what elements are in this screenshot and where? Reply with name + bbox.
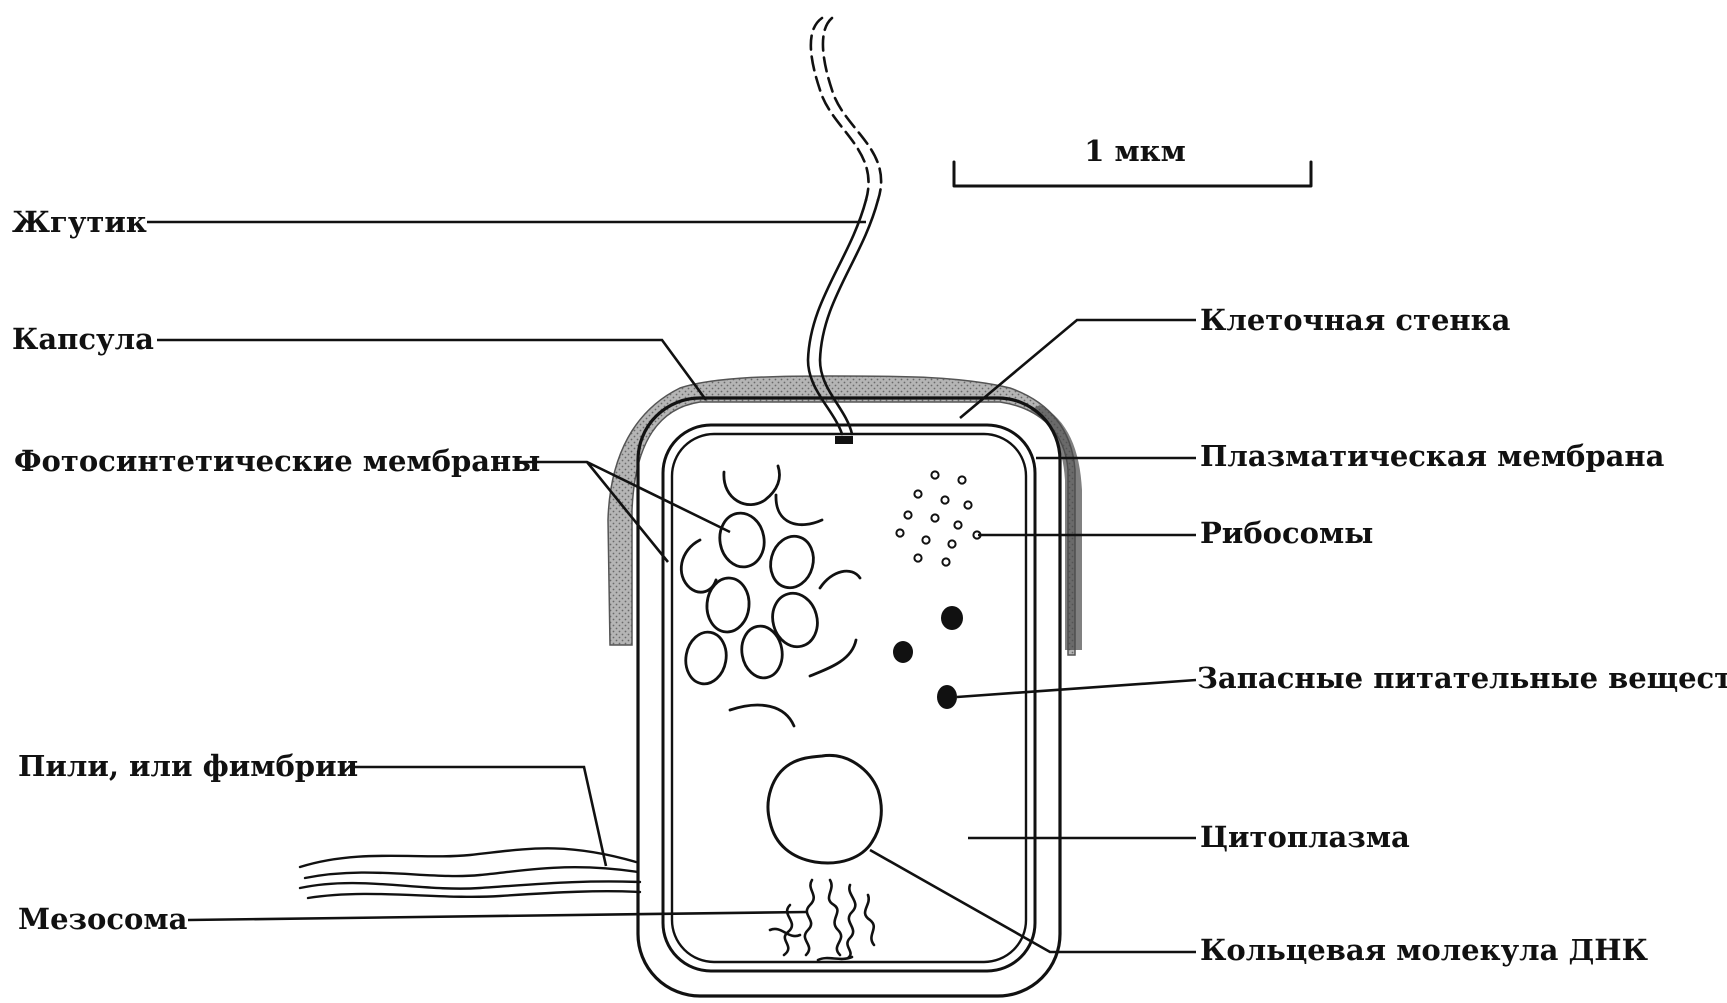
leader-storage-nutrients xyxy=(957,680,1196,697)
capsule xyxy=(608,376,1075,655)
ribosomes xyxy=(896,471,980,565)
storage-granules xyxy=(893,606,963,709)
nucleoid xyxy=(768,755,881,863)
leader-cell-wall xyxy=(960,320,1196,418)
pili xyxy=(300,848,640,898)
cell-wall xyxy=(638,398,1060,996)
scale-bar-label: 1 мкм xyxy=(1084,134,1186,168)
plasma-membrane-inner xyxy=(672,434,1026,962)
label-cell-wall: Клеточная стенка xyxy=(1200,303,1511,337)
flagellum-basal-body xyxy=(835,436,853,444)
label-pili: Пили, или фимбрии xyxy=(18,749,358,783)
label-ribosomes: Рибосомы xyxy=(1200,516,1373,550)
label-circular-dna: Кольцевая молекула ДНК xyxy=(1200,933,1649,967)
leader-mesosome xyxy=(188,912,807,920)
label-capsule: Капсула xyxy=(12,322,154,356)
leader-pili xyxy=(352,767,606,866)
leader-capsule xyxy=(157,340,706,400)
label-photosynthetic-membranes: Фотосинтетические мембраны xyxy=(14,444,540,478)
mesosome xyxy=(770,880,874,960)
label-storage-nutrients: Запасные питательные вещества xyxy=(1197,661,1727,695)
label-cytoplasm: Цитоплазма xyxy=(1200,820,1410,854)
photosynthetic-membranes xyxy=(681,466,860,726)
label-flagellum: Жгутик xyxy=(12,205,147,239)
label-mesosome: Мезосома xyxy=(18,902,188,936)
label-plasma-membrane: Плазматическая мембрана xyxy=(1200,439,1665,473)
